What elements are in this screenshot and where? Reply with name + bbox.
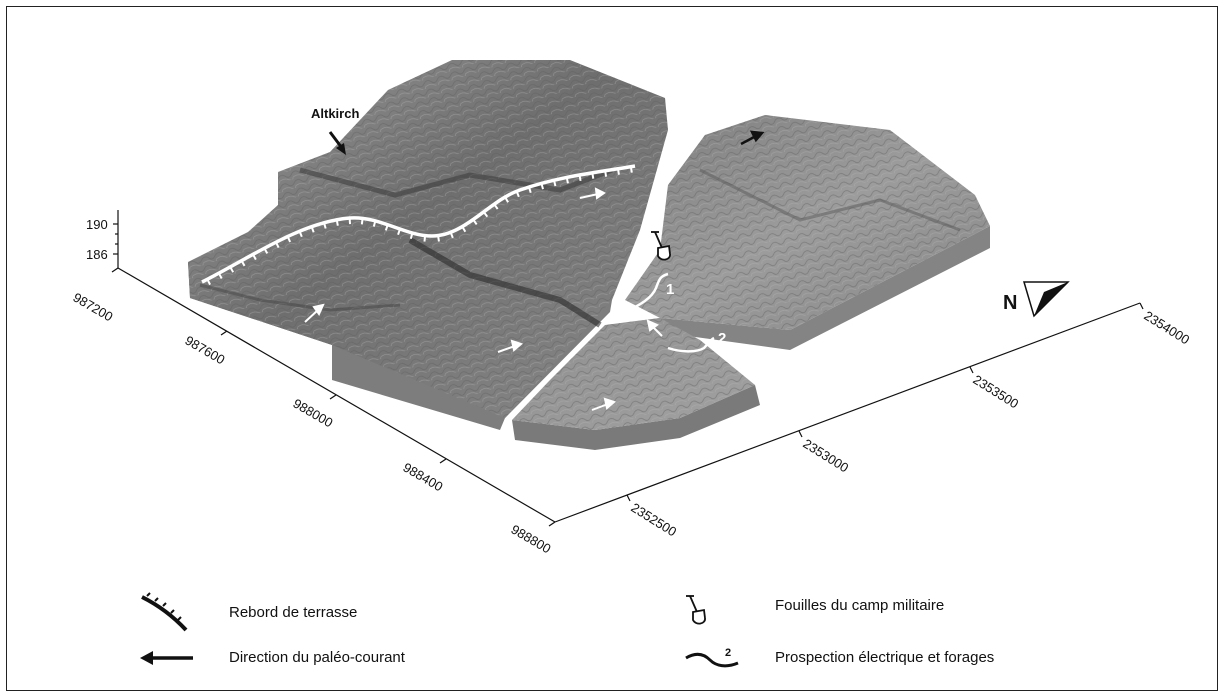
elevation-axis (113, 210, 119, 268)
south-block-texture (512, 318, 755, 430)
terrace-tick (540, 183, 544, 190)
west-block-channel-1 (299, 167, 613, 198)
legend-current-arrow-icon (140, 651, 193, 665)
east-block-channel (699, 168, 961, 232)
northing-tick-2352500: 2352500 (628, 500, 679, 540)
terrace-tick (528, 186, 532, 194)
elevation-tick-190: 190 (86, 217, 108, 232)
terrace-tick (565, 177, 569, 184)
terrace-tick (553, 179, 557, 187)
altkirch-label: Altkirch (311, 106, 359, 121)
terrace-tick (591, 172, 595, 179)
terrace-tick (206, 278, 211, 286)
profile-1-label: 1 (666, 281, 674, 298)
west-block-channel-2 (408, 237, 602, 328)
legend-excavation-label: Fouilles du camp militaire (775, 597, 945, 614)
east-block-texture (625, 115, 990, 330)
legend-current-label: Direction du paléo-courant (229, 649, 405, 666)
paleo-current-arrows (304, 187, 663, 411)
north-label: N (1003, 292, 1017, 314)
excavation-marker (651, 231, 671, 261)
terrace-tick (604, 170, 608, 177)
easting-tick-988000: 988000 (291, 396, 336, 431)
terrace-tick (240, 260, 246, 267)
current-arrow-4 (591, 397, 616, 411)
survey-profile-2 (667, 336, 715, 353)
south-block-side-wall (512, 385, 760, 450)
terrace-tick (472, 218, 478, 226)
terrace-tick (423, 235, 427, 242)
northing-tick-2353000: 2353000 (800, 436, 851, 476)
terrace-tick (263, 247, 269, 254)
terrace-tick (335, 219, 339, 226)
easting-tick-987200: 987200 (71, 290, 116, 325)
terrace-tick (397, 228, 401, 236)
terrace-tick (229, 266, 235, 273)
current-arrow-5 (646, 319, 663, 337)
figure-frame (6, 6, 1218, 691)
terrace-tick (360, 218, 364, 225)
current-arrow-3 (497, 339, 523, 353)
terrace-edge-marker (201, 164, 636, 286)
terrain-east-block (608, 115, 990, 350)
terrain-west-block (188, 60, 668, 430)
northing-axis (554, 302, 1144, 523)
terrace-tick (515, 190, 520, 198)
legend-excavation-icon (686, 595, 706, 625)
terrace-tick (617, 168, 620, 175)
terrace-tick (275, 241, 280, 248)
terrace-tick (461, 226, 467, 233)
survey-profiles (626, 272, 715, 353)
easting-tick-987600: 987600 (183, 333, 228, 368)
easting-axis (111, 267, 556, 527)
terrace-tick (482, 211, 489, 218)
northing-tick-2354000: 2354000 (1141, 308, 1192, 348)
legend-survey-number: 2 (725, 647, 731, 659)
current-arrow-1 (579, 187, 606, 200)
current-arrow-2 (304, 303, 325, 323)
west-block-texture (188, 60, 668, 418)
northing-tick-2353500: 2353500 (970, 372, 1021, 412)
terrace-tick (323, 222, 327, 229)
terrain-south-block (512, 318, 760, 450)
terrace-tick (629, 166, 633, 173)
survey-profile-1 (626, 272, 669, 313)
terrace-tick (578, 174, 582, 182)
current-arrow-black (740, 130, 765, 146)
west-block-channel-3 (199, 283, 401, 312)
legend-survey-icon (685, 652, 739, 668)
terrace-tick (372, 220, 377, 227)
terrace-tick (493, 203, 499, 210)
north-arrow-icon (1022, 281, 1070, 318)
terrace-tick (310, 226, 315, 233)
altkirch-pointer-arrow (328, 131, 346, 155)
terrace-tick (449, 231, 454, 239)
terrace-tick (298, 230, 303, 238)
terrace-tick (504, 196, 509, 203)
terrace-tick (437, 235, 440, 242)
terrace-tick (384, 224, 389, 231)
profile-2-label: 2 (718, 330, 726, 347)
elevation-tick-186: 186 (86, 247, 108, 262)
easting-tick-988400: 988400 (401, 460, 446, 495)
legend-terrace-icon (141, 592, 188, 632)
terrace-tick (252, 253, 257, 261)
terrace-tick (409, 232, 414, 240)
easting-tick-988800: 988800 (509, 522, 554, 557)
legend-terrace-label: Rebord de terrasse (229, 604, 358, 621)
terrace-tick (217, 272, 223, 279)
legend-survey-label: Prospection électrique et forages (775, 649, 995, 666)
terrace-tick (286, 236, 292, 243)
